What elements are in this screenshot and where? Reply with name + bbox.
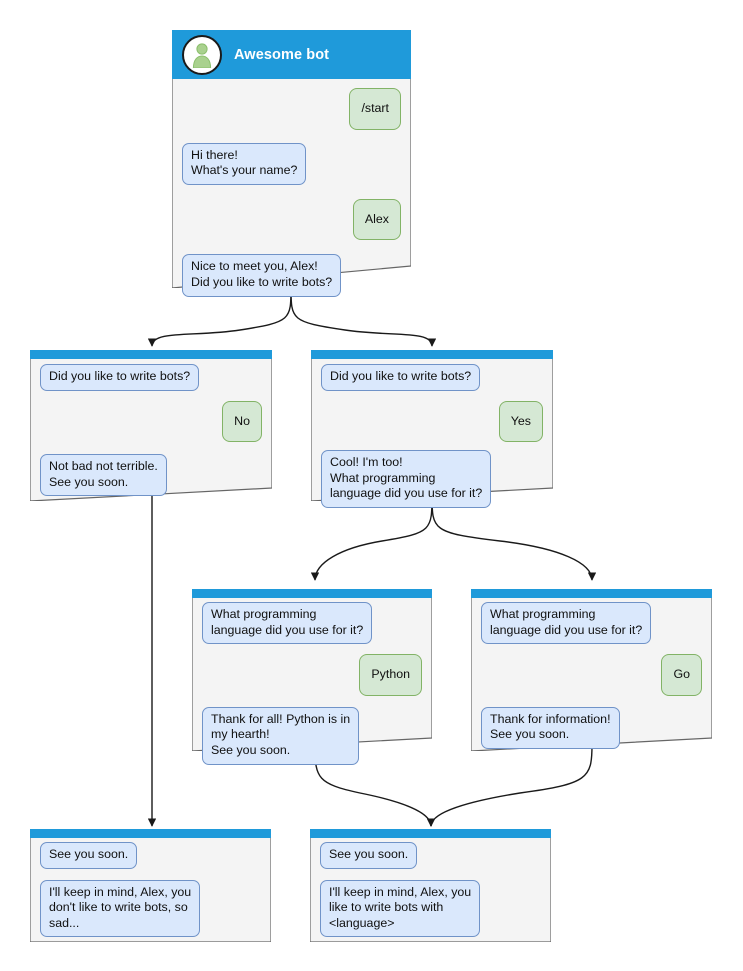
bot-message-bubble[interactable]: I'll keep in mind, Alex, you like to wri…	[320, 879, 481, 938]
chat-card-answer-no[interactable]: Did you like to write bots? No Not bad n…	[30, 350, 272, 501]
bot-message-bubble[interactable]: Did you like to write bots?	[40, 364, 200, 391]
card-content: See you soon. I'll keep in mind, Alex, y…	[30, 829, 271, 942]
user-message-bubble[interactable]: Go	[661, 654, 702, 696]
card-content: See you soon. I'll keep in mind, Alex, y…	[310, 829, 551, 942]
bot-message-bubble[interactable]: I'll keep in mind, Alex, you don't like …	[40, 879, 201, 938]
message-row: /start	[182, 88, 401, 130]
edge-go-to-end-happy	[426, 744, 593, 827]
message-list: What programming language did you use fo…	[192, 598, 432, 765]
bot-title: Awesome bot	[234, 46, 330, 63]
user-message-bubble[interactable]: No	[222, 400, 262, 443]
user-message-bubble[interactable]: Python	[359, 654, 422, 696]
message-row: Cool! I'm too! What programming language…	[321, 450, 543, 508]
chat-card-answer-python[interactable]: What programming language did you use fo…	[192, 589, 432, 765]
message-row: Did you like to write bots?	[40, 364, 262, 391]
message-list: Did you like to write bots? No Not bad n…	[30, 359, 272, 497]
message-row: Yes	[321, 400, 543, 443]
message-list: /start Hi there! What's your name? Alex …	[172, 79, 411, 297]
card-titlebar	[30, 829, 271, 838]
bot-message-bubble[interactable]: See you soon.	[40, 842, 138, 869]
message-row: Did you like to write bots?	[321, 364, 543, 391]
message-row: Alex	[182, 198, 401, 241]
card-content: Awesome bot /start Hi there! What's your…	[172, 30, 411, 297]
edge-start-to-no	[147, 286, 292, 347]
message-list: Did you like to write bots? Yes Cool! I'…	[311, 359, 553, 508]
card-content: What programming language did you use fo…	[192, 589, 432, 765]
chat-card-answer-yes[interactable]: Did you like to write bots? Yes Cool! I'…	[311, 350, 553, 508]
card-titlebar	[471, 589, 712, 598]
user-message-bubble[interactable]: Yes	[498, 400, 543, 443]
card-content: What programming language did you use fo…	[471, 589, 712, 751]
person-avatar-icon	[182, 34, 222, 75]
bot-message-bubble[interactable]: Hi there! What's your name?	[182, 142, 307, 185]
user-message-bubble[interactable]: /start	[349, 88, 401, 130]
card-titlebar	[192, 589, 432, 598]
card-titlebar	[30, 350, 272, 359]
message-row: No	[40, 400, 262, 443]
bot-message-bubble[interactable]: Thank for all! Python is in my hearth! S…	[202, 706, 360, 765]
bot-message-bubble[interactable]: Nice to meet you, Alex! Did you like to …	[182, 254, 342, 297]
chat-card-answer-go[interactable]: What programming language did you use fo…	[471, 589, 712, 751]
message-row: I'll keep in mind, Alex, you don't like …	[40, 879, 261, 938]
message-row: See you soon.	[40, 842, 261, 869]
message-list: See you soon. I'll keep in mind, Alex, y…	[30, 838, 271, 938]
message-row: I'll keep in mind, Alex, you like to wri…	[320, 879, 541, 938]
bot-message-bubble[interactable]: Cool! I'm too! What programming language…	[321, 450, 492, 508]
message-list: What programming language did you use fo…	[471, 598, 712, 749]
message-list: See you soon. I'll keep in mind, Alex, y…	[310, 838, 551, 938]
chat-card-end-sad[interactable]: See you soon. I'll keep in mind, Alex, y…	[30, 829, 271, 942]
message-row: Thank for all! Python is in my hearth! S…	[202, 706, 422, 765]
card-titlebar: Awesome bot	[172, 30, 411, 79]
card-titlebar	[311, 350, 553, 359]
edge-yes-to-go	[431, 494, 597, 581]
message-row: Python	[202, 654, 422, 696]
bot-message-bubble[interactable]: Not bad not terrible. See you soon.	[40, 454, 167, 497]
bot-message-bubble[interactable]: See you soon.	[320, 842, 418, 869]
message-row: Thank for information! See you soon.	[481, 706, 702, 749]
bot-message-bubble[interactable]: What programming language did you use fo…	[481, 602, 652, 645]
message-row: Hi there! What's your name?	[182, 142, 401, 185]
message-row: What programming language did you use fo…	[481, 602, 702, 645]
card-content: Did you like to write bots? No Not bad n…	[30, 350, 272, 501]
user-message-bubble[interactable]: Alex	[352, 198, 401, 241]
message-row: Nice to meet you, Alex! Did you like to …	[182, 254, 401, 297]
card-content: Did you like to write bots? Yes Cool! I'…	[311, 350, 553, 508]
message-row: What programming language did you use fo…	[202, 602, 422, 645]
message-row: Go	[481, 654, 702, 696]
edge-python-to-end-happy	[314, 746, 436, 827]
chat-card-end-happy[interactable]: See you soon. I'll keep in mind, Alex, y…	[310, 829, 551, 942]
bot-message-bubble[interactable]: Thank for information! See you soon.	[481, 706, 620, 749]
card-titlebar	[310, 829, 551, 838]
message-row: Not bad not terrible. See you soon.	[40, 454, 262, 497]
edge-yes-to-python	[310, 494, 433, 581]
message-row: See you soon.	[320, 842, 541, 869]
chat-card-start[interactable]: Awesome bot /start Hi there! What's your…	[172, 30, 411, 297]
bot-message-bubble[interactable]: Did you like to write bots?	[321, 364, 481, 391]
edge-start-to-yes	[290, 286, 437, 347]
bot-message-bubble[interactable]: What programming language did you use fo…	[202, 602, 373, 645]
